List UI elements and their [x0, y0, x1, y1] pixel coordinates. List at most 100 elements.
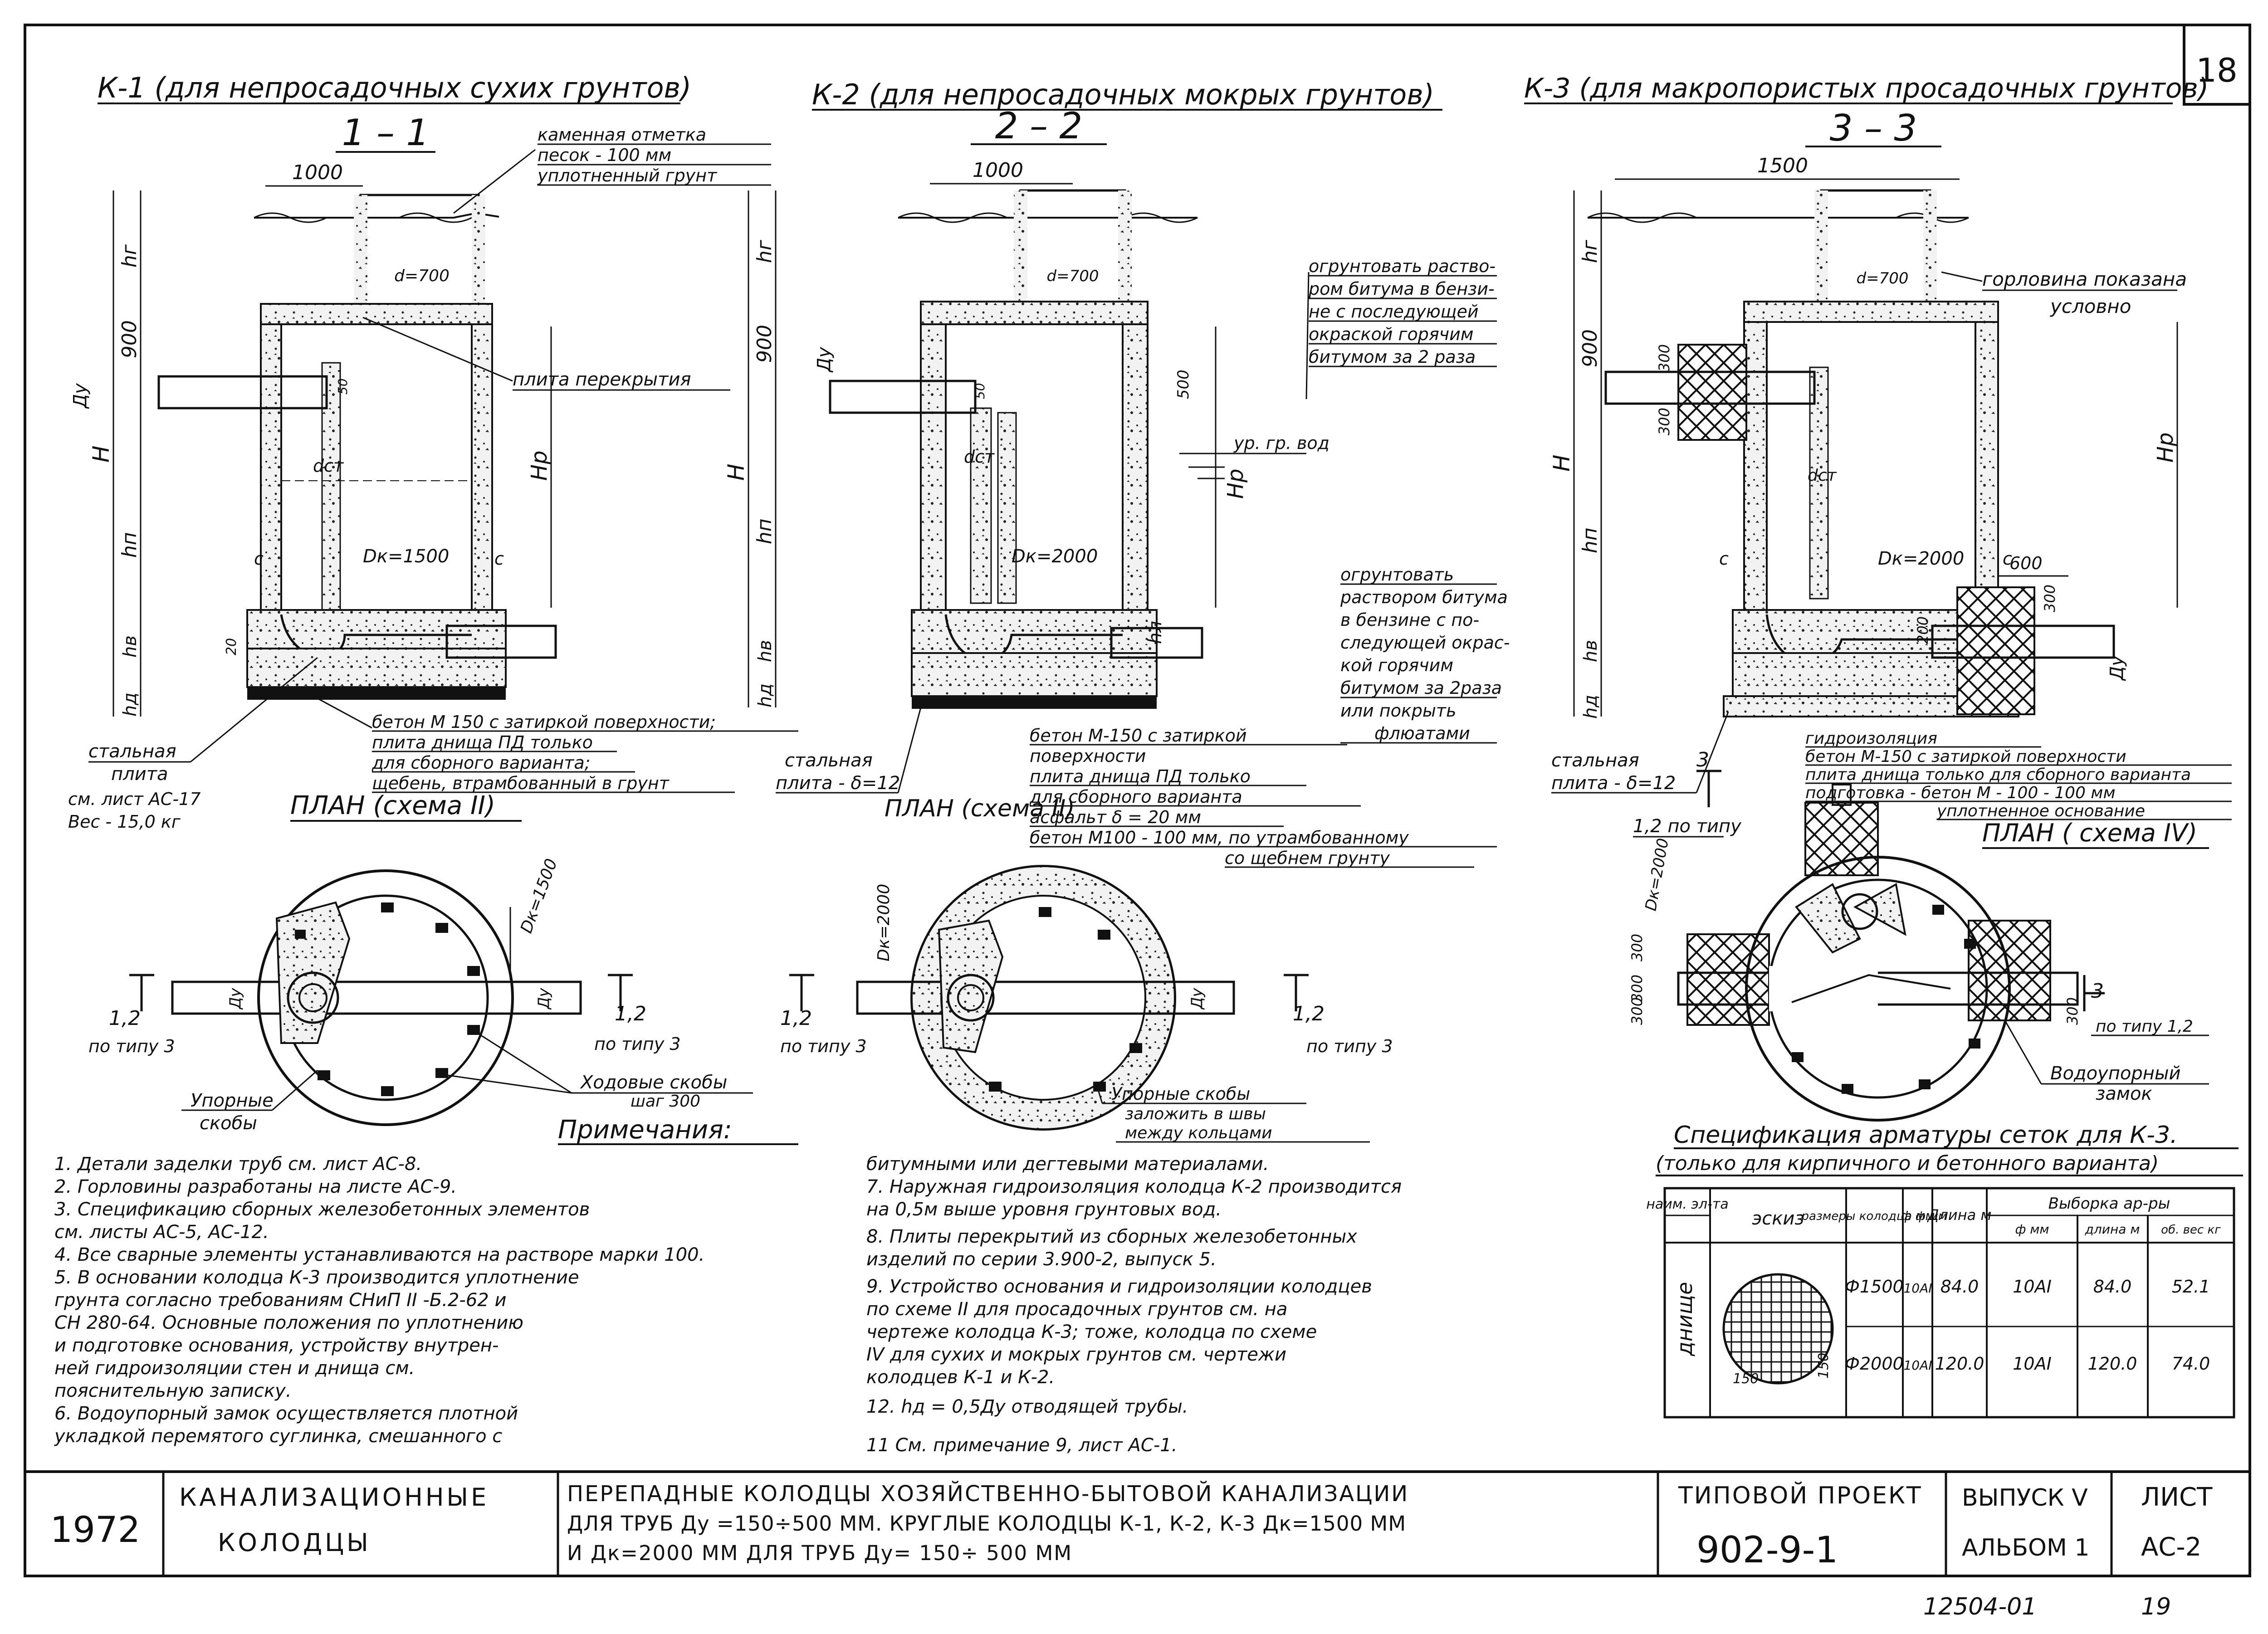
svg-text:длина м: длина м [2085, 1222, 2140, 1237]
svg-text:ром битума в бензи-: ром битума в бензи- [1308, 279, 1495, 299]
svg-text:84.0: 84.0 [1941, 1277, 1979, 1297]
svg-text:Нр: Нр [2153, 432, 2178, 463]
svg-text:для сборного варианта;: для сборного варианта; [371, 753, 590, 773]
svg-text:по типу 3: по типу 3 [780, 1036, 867, 1056]
svg-text:300: 300 [1628, 934, 1646, 961]
svg-text:dст: dст [313, 456, 344, 476]
svg-text:2. Горловины разработаны на ли: 2. Горловины разработаны на листе АС-9. [54, 1176, 457, 1197]
svg-text:ЛИСТ: ЛИСТ [2141, 1483, 2213, 1512]
svg-text:условно: условно [2049, 295, 2131, 317]
svg-text:ДЛЯ ТРУБ Ду =150÷500 ММ. КРУ: ДЛЯ ТРУБ Ду =150÷500 ММ. КРУГЛЫЕ КОЛОДЦЫ… [567, 1512, 1406, 1536]
bottom-code: 12504-01 [1923, 1593, 2037, 1620]
svg-text:11 См. примечание 9, лист АС: 11 См. примечание 9, лист АС-1. [866, 1435, 1177, 1456]
svg-text:9. Устройство основания и: 9. Устройство основания и гидроизоляции … [866, 1276, 1372, 1297]
cut-3-3: 3 – 3 [1830, 107, 1917, 149]
svg-text:3: 3 [2091, 980, 2104, 1003]
svg-text:плита - δ=12: плита - δ=12 [776, 773, 900, 794]
notes: Примечания: 1. Детали заделки труб см. л… [54, 1115, 1402, 1456]
svg-text:Н: Н [1549, 454, 1575, 472]
svg-text:битумом за 2 раза: битумом за 2 раза [1309, 347, 1476, 367]
svg-text:1000: 1000 [973, 159, 1023, 182]
svg-text:и подготовке основания, устро: и подготовке основания, устройству внутр… [54, 1335, 499, 1356]
svg-text:hв: hв [1580, 640, 1601, 662]
svg-text:Нр: Нр [527, 450, 552, 481]
svg-text:заложить в швы: заложить в швы [1125, 1105, 1266, 1123]
plan-k3: ПЛАН ( схема IV) 1,2 по типу 3 Dк=2000 3… [1628, 748, 2209, 1122]
svg-text:4. Все сварные элементы устана: 4. Все сварные элементы устанавливаются … [54, 1244, 704, 1265]
svg-text:3: 3 [1696, 748, 1709, 771]
svg-text:Ду: Ду [814, 346, 835, 373]
svg-text:hг: hг [118, 244, 141, 268]
svg-text:пояснительную записку.: пояснительную записку. [54, 1380, 292, 1401]
svg-text:300: 300 [1628, 975, 1646, 1002]
svg-text:600: 600 [2009, 553, 2043, 573]
svg-text:по типу 1,2: по типу 1,2 [2096, 1017, 2193, 1036]
svg-text:52.1: 52.1 [2172, 1277, 2210, 1297]
svg-text:СН 280-64. Основные положения: СН 280-64. Основные положения по уплотне… [54, 1312, 523, 1333]
svg-text:Ду: Ду [226, 987, 244, 1010]
svg-text:Ду: Ду [70, 383, 91, 409]
svg-text:шаг 300: шаг 300 [631, 1092, 700, 1111]
svg-text:раствором битума: раствором битума [1340, 587, 1508, 607]
svg-text:3. Спецификацию сборных железо: 3. Спецификацию сборных железобетонных э… [54, 1199, 590, 1220]
sheet-number-box [2183, 24, 2251, 106]
svg-text:стальная: стальная [88, 741, 176, 762]
section-k1: 1 – 1 1000 d=700 c c Dк=1500 [68, 112, 798, 832]
svg-text:плита днища ПД только: плита днища ПД только [372, 732, 593, 752]
svg-text:Ф1500: Ф1500 [1845, 1277, 1903, 1297]
svg-text:битумными или дегтевыми ма: битумными или дегтевыми материалами. [866, 1154, 1269, 1175]
section-k1-title: К-1 (для непросадочных сухих грунтов) [98, 71, 691, 104]
svg-text:Примечания:: Примечания: [558, 1115, 732, 1145]
svg-text:грунта согласно требованиям СН: грунта согласно требованиям СНиП II -Б.2… [54, 1290, 506, 1311]
svg-text:300: 300 [2064, 997, 2081, 1025]
title-block: 1972 КАНАЛИЗАЦИОННЫЕ КОЛОДЦЫ ПЕРЕПАДНЫЕ … [25, 1470, 2250, 1576]
svg-text:Выборка ар-ры: Выборка ар-ры [2048, 1195, 2170, 1213]
svg-text:5. В основании колодца К-3 пр: 5. В основании колодца К-3 производится … [54, 1267, 579, 1288]
svg-text:hв: hв [755, 640, 776, 662]
svg-text:огрунтовать: огрунтовать [1340, 565, 1454, 585]
sheet-number: 18 [2196, 51, 2238, 89]
svg-text:50: 50 [335, 378, 350, 395]
cut-2-2: 2 – 2 [995, 105, 1083, 147]
svg-text:асфальт δ = 20 мм: асфальт δ = 20 мм [1030, 807, 1201, 827]
svg-text:1,2: 1,2 [615, 1002, 646, 1025]
svg-text:1,2: 1,2 [109, 1007, 141, 1030]
svg-text:900: 900 [753, 325, 776, 363]
svg-text:кой горячим: кой горячим [1340, 655, 1453, 675]
svg-text:c: c [494, 549, 504, 569]
svg-text:между кольцами: между кольцами [1125, 1124, 1272, 1142]
svg-text:чертеже колодца К-3; тоже,: чертеже колодца К-3; тоже, колодца по сх… [866, 1322, 1317, 1342]
svg-text:по типу 3: по типу 3 [594, 1034, 681, 1054]
svg-text:1,2: 1,2 [1293, 1002, 1325, 1025]
svg-text:Dк=2000: Dк=2000 [1878, 548, 1964, 569]
svg-text:днище: днище [1672, 1282, 1697, 1356]
svg-text:или покрыть: или покрыть [1340, 701, 1456, 721]
svg-text:ПЛАН (схема II): ПЛАН (схема II) [885, 795, 1075, 822]
svg-text:hд: hд [755, 683, 776, 707]
svg-text:120.0: 120.0 [1935, 1354, 1984, 1374]
svg-text:не с последующей: не с последующей [1309, 302, 1479, 322]
svg-text:уплотненный грунт: уплотненный грунт [537, 166, 718, 185]
svg-text:ней гидроизоляции стен и днищ: ней гидроизоляции стен и днища см. [54, 1358, 415, 1379]
svg-text:Вес - 15,0 кг: Вес - 15,0 кг [68, 812, 181, 832]
svg-text:ПЛАН ( схема IV): ПЛАН ( схема IV) [1982, 819, 2197, 847]
svg-text:hп: hп [1579, 527, 1602, 553]
svg-text:флюатами: флюатами [1374, 723, 1470, 743]
svg-text:КОЛОДЦЫ: КОЛОДЦЫ [218, 1528, 371, 1557]
svg-text:И Дк=2000 ММ ДЛЯ ТРУБ Ду= 15: И Дк=2000 ММ ДЛЯ ТРУБ Ду= 150÷ 500 ММ [567, 1541, 1072, 1565]
sheet-frame [24, 24, 2251, 1577]
svg-text:плита днища ПД только: плита днища ПД только [1030, 766, 1251, 786]
svg-text:Dк=2000: Dк=2000 [875, 884, 893, 961]
svg-text:IV для сухих и мокрых грунтов: IV для сухих и мокрых грунтов см. чертеж… [866, 1344, 1286, 1365]
svg-text:10AI: 10AI [1903, 1358, 1932, 1373]
k1-neck-dim: d=700 [394, 267, 450, 285]
svg-text:стальная: стальная [785, 750, 873, 771]
svg-text:hл: hл [1145, 621, 1166, 644]
plan-k2: ПЛАН (схема II) Dк=2000 Ду 1,2 по типу 3… [780, 795, 1393, 1143]
svg-text:колодцев К-1 и К-2.: колодцев К-1 и К-2. [866, 1367, 1055, 1388]
svg-text:84.0: 84.0 [2093, 1277, 2132, 1297]
svg-text:ПЕРЕПАДНЫЕ КОЛОДЦЫ ХОЗЯЙСТВЕН: ПЕРЕПАДНЫЕ КОЛОДЦЫ ХОЗЯЙСТВЕННО-БЫТОВОЙ … [567, 1481, 1409, 1507]
svg-text:ТИПОВОЙ ПРОЕКТ: ТИПОВОЙ ПРОЕКТ [1678, 1482, 1922, 1509]
svg-text:Н: Н [723, 463, 749, 481]
